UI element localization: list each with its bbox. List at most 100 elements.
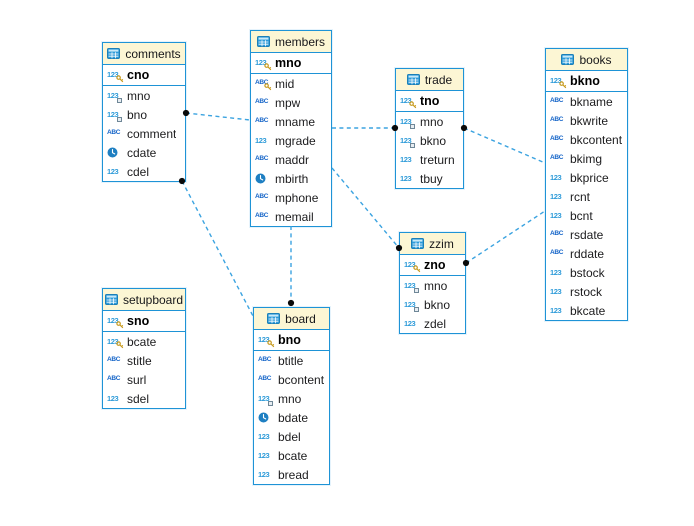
column-name: rcnt bbox=[570, 189, 591, 204]
text-icon: ABC bbox=[550, 230, 564, 238]
text-icon: ABC bbox=[255, 193, 269, 201]
number-fk-icon: 123 bbox=[107, 86, 124, 105]
table-name: zzim bbox=[429, 236, 454, 251]
column-members-mbirth[interactable]: mbirth bbox=[251, 169, 331, 188]
column-name: rstock bbox=[570, 284, 603, 299]
column-name: bkno bbox=[424, 297, 451, 312]
text-icon: ABC bbox=[550, 154, 564, 162]
column-name: cdel bbox=[127, 164, 150, 179]
column-board-bdate[interactable]: bdate bbox=[254, 408, 329, 427]
column-name: rsdate bbox=[570, 227, 604, 242]
table-header-comments[interactable]: comments bbox=[103, 43, 185, 65]
column-name: treturn bbox=[420, 152, 455, 167]
column-books-rsdate[interactable]: ABC rsdate bbox=[546, 225, 627, 244]
table-header-zzim[interactable]: zzim bbox=[400, 233, 465, 255]
number-key-icon: 123 bbox=[258, 330, 275, 350]
column-members-memail[interactable]: ABC memail bbox=[251, 207, 331, 226]
table-header-books[interactable]: books bbox=[546, 49, 627, 71]
column-name: tbuy bbox=[420, 171, 443, 186]
key-overlay-icon bbox=[264, 63, 272, 71]
column-name: memail bbox=[275, 209, 314, 224]
key-overlay-icon bbox=[409, 101, 417, 109]
column-name: bcontent bbox=[278, 372, 325, 387]
table-icon bbox=[561, 54, 575, 65]
datetime-icon bbox=[107, 143, 124, 162]
key-overlay-icon bbox=[413, 265, 421, 273]
number-icon: 123 bbox=[255, 135, 267, 145]
column-name: bdate bbox=[278, 410, 309, 425]
number-fk-icon: 123 bbox=[258, 389, 275, 408]
table-icon bbox=[406, 74, 420, 85]
fk-overlay-icon bbox=[410, 143, 415, 148]
table-header-setupboard[interactable]: setupboard bbox=[103, 289, 185, 311]
column-name: mno bbox=[420, 114, 444, 129]
column-name: sdel bbox=[127, 391, 150, 406]
text-icon: ABC bbox=[550, 249, 564, 257]
table-header-trade[interactable]: trade bbox=[396, 69, 463, 91]
number-key-icon: 123 bbox=[404, 255, 421, 275]
column-comments-cdate[interactable]: cdate bbox=[103, 143, 185, 162]
table-header-members[interactable]: members bbox=[251, 31, 331, 53]
text-icon: ABC bbox=[255, 212, 269, 220]
table-header-board[interactable]: board bbox=[254, 308, 329, 330]
table-name: board bbox=[285, 311, 316, 326]
number-fk-icon: 123 bbox=[400, 112, 417, 131]
column-name: bkno bbox=[420, 133, 447, 148]
text-key-icon: ABC bbox=[255, 74, 272, 93]
column-name: bstock bbox=[570, 265, 605, 280]
